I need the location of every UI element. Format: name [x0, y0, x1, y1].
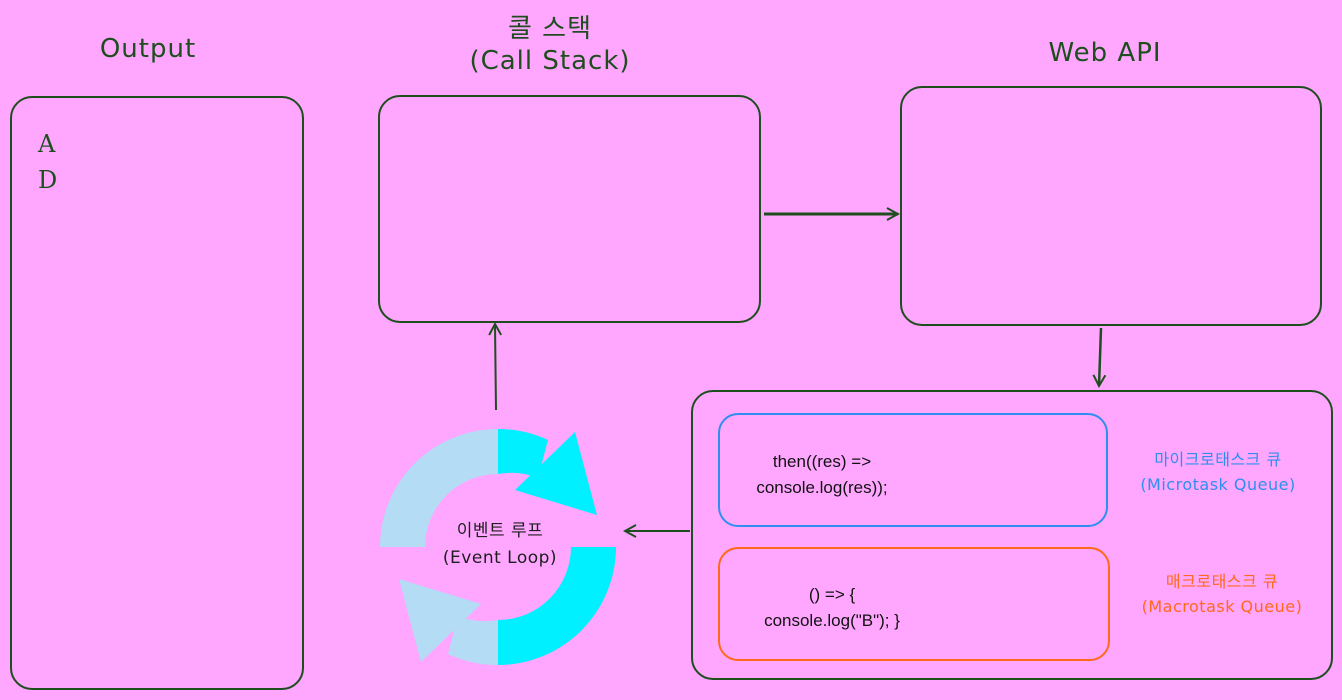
microtask-label: 마이크로태스크 큐 (Microtask Queue) [1118, 447, 1318, 497]
microtask-label-ko: 마이크로태스크 큐 [1154, 450, 1282, 469]
macrotask-label-en: (Macrotask Queue) [1141, 597, 1303, 616]
event-loop-label-en: (Event Loop) [442, 548, 558, 568]
output-panel [10, 96, 304, 690]
arrow-eventloop-to-callstack [495, 324, 496, 411]
event-loop-label: 이벤트 루프 (Event Loop) [420, 518, 580, 572]
microtask-code: then((res) => console.log(res)); [722, 449, 922, 501]
task-queue-container [691, 390, 1333, 680]
microtask-queue-box [718, 413, 1108, 527]
macrotask-code-line2: console.log("B"); } [764, 611, 900, 630]
macrotask-code-line1: () => { [808, 585, 856, 604]
output-item-d: D [38, 166, 58, 194]
web-api-title: Web API [1048, 38, 1162, 68]
event-loop-label-ko: 이벤트 루프 [456, 521, 544, 541]
call-stack-title-ko: 콜 스택 [507, 14, 593, 44]
microtask-code-line1: then((res) => [772, 452, 872, 471]
call-stack-title-en: (Call Stack) [469, 46, 631, 76]
output-title: Output [99, 34, 197, 64]
macrotask-label-ko: 매크로태스크 큐 [1165, 572, 1279, 591]
microtask-label-en: (Microtask Queue) [1140, 475, 1296, 494]
web-api-box [900, 86, 1322, 326]
output-item-a: A [38, 130, 56, 158]
microtask-code-line2: console.log(res)); [756, 478, 888, 497]
macrotask-label: 매크로태스크 큐 (Macrotask Queue) [1122, 569, 1322, 619]
call-stack-box [378, 95, 761, 323]
arrow-webapi-to-queues [1099, 327, 1101, 386]
event-loop-icon [380, 428, 616, 666]
macrotask-code: () => { console.log("B"); } [732, 582, 932, 634]
macrotask-queue-box [718, 547, 1110, 661]
